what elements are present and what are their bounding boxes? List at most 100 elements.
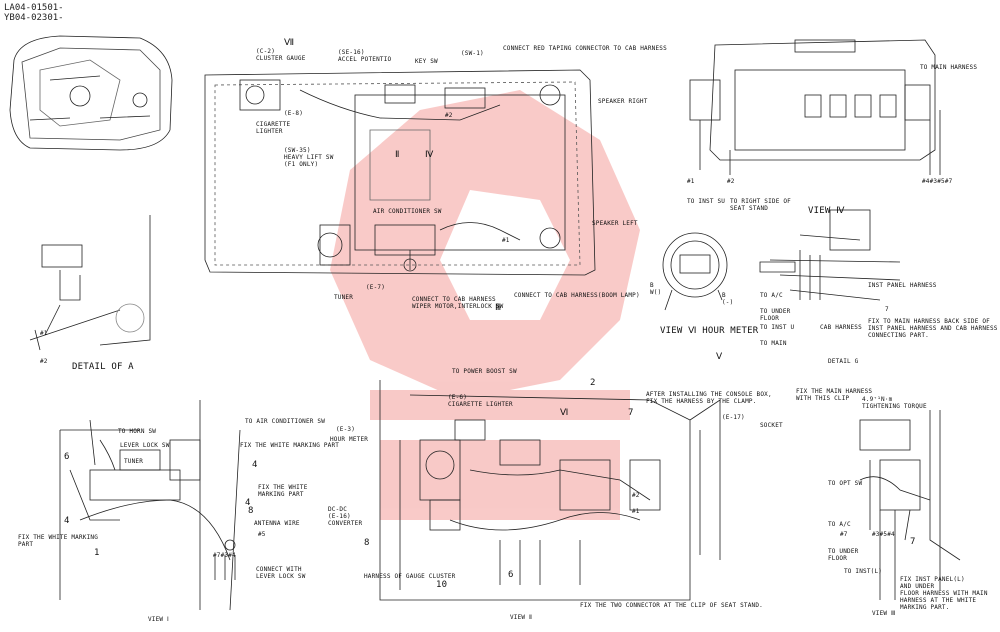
view-i-4c: 4 (64, 516, 70, 526)
tr-harness-2: #2 (727, 178, 735, 185)
dcdc-converter-label: DC-DC (E-16) CONVERTER (328, 506, 363, 527)
view-ii-title: VIEW Ⅱ (510, 614, 533, 621)
cluster-gauge-label: (C-2) CLUSTER GAUGE (256, 48, 306, 62)
view-ii-marker: Ⅱ (395, 150, 400, 160)
fix-white-marking-2: FIX THE WHITE MARKING PART (258, 484, 308, 498)
view-i-4a: 4 (252, 460, 258, 470)
view-iii-7b: 7 (910, 537, 916, 547)
view-vi-hour-meter-title: VIEW Ⅵ HOUR METER (660, 326, 759, 336)
e17-label: (E-17) (722, 414, 745, 421)
connect-red-label: CONNECT RED TAPING CONNECTOR TO CAB HARN… (503, 45, 667, 52)
harness-1-label: #1 (502, 237, 510, 244)
to-under-floor-label: TO UNDER FLOOR (760, 308, 791, 322)
hour-meter-label: HOUR METER (330, 436, 369, 443)
harness-nums-label: #4#3#5#7 (922, 178, 953, 185)
hour-meter-drawing (662, 232, 728, 311)
view-i-title: VIEW Ⅰ (148, 616, 170, 623)
view-vii-marker: Ⅶ (284, 38, 295, 48)
drawing-code-header: LA04-01501- YB04-02301- (4, 3, 64, 23)
fuse-box-assembly (689, 39, 941, 175)
view-ii-6: 6 (508, 570, 514, 580)
view-ii-7: 7 (628, 408, 634, 418)
fix-main-clip-label: FIX THE MAIN HARNESS WITH THIS CLIP (796, 388, 873, 402)
view-iii-title: VIEW Ⅲ (872, 610, 896, 617)
harness-2-label: #2 (445, 112, 453, 119)
view-i-8: 8 (248, 506, 254, 516)
view-iii-7: #7 (840, 531, 848, 538)
to-opt-sw-label: TO OPT SW (828, 480, 863, 487)
key-sw-label: KEY SW (415, 58, 438, 65)
view-iii-marker: Ⅲ (495, 303, 502, 313)
to-power-boost-label: TO POWER BOOST SW (452, 368, 517, 375)
hour-meter-bw: B W() (650, 282, 662, 296)
view-iii-drawing (859, 410, 961, 600)
detail-a-1: #1 (40, 330, 48, 337)
view-v-marker: Ⅴ (716, 352, 723, 362)
e8-label: (E-8) (284, 110, 304, 117)
view-i-nums: #7#3#4 (213, 552, 236, 559)
to-right-side-label: TO RIGHT SIDE OF SEAT STAND (730, 198, 791, 212)
inst-panel-harness-label: INST PANEL HARNESS (868, 282, 937, 289)
to-horn-sw-label: TO HORN SW (118, 428, 157, 435)
view-i-1: 1 (94, 548, 100, 558)
view-iii-nums: #3#5#4 (872, 531, 895, 538)
speaker-left-label: SPEAKER LEFT (592, 220, 638, 227)
detail-g-title: DETAIL G (828, 358, 859, 365)
sw1-label: (SW-1) (461, 50, 484, 57)
connect-cab-label: CONNECT TO CAB HARNESS WIPER MOTOR,INTER… (412, 296, 504, 310)
fix-inst-panel-note: FIX INST PANEL(L) AND UNDER FLOOR HARNES… (900, 576, 988, 611)
harness-gauge-cluster-label: HARNESS OF GAUGE CLUSTER (364, 573, 456, 580)
to-main-label: TO MAIN (760, 340, 787, 347)
detail-a-2: #2 (40, 358, 48, 365)
connect-boom-label: CONNECT TO CAB HARNESS(BOOM LAMP) (514, 292, 640, 299)
view-iii-to-ac: TO A/C (828, 521, 851, 528)
view-iii-to-inst: TO INST(L) (844, 568, 883, 575)
fix-two-connector-label: FIX THE TWO CONNECTOR AT THE CLIP OF SEA… (580, 602, 763, 609)
view-ii-10: 10 (436, 580, 448, 590)
view-vi-marker: Ⅵ (560, 408, 569, 418)
view-i-5: #5 (258, 531, 266, 538)
view-ii-drawing (379, 380, 721, 601)
cab-floor-plate (204, 69, 596, 276)
view-i-4b: 4 (245, 498, 251, 508)
cab-harness-label: CAB HARNESS (820, 324, 862, 331)
view-iii-to-under: TO UNDER FLOOR (828, 548, 859, 562)
after-installing-note: AFTER INSTALLING THE CONSOLE BOX, FIX TH… (646, 391, 772, 405)
detail-a-drawing (29, 215, 151, 351)
heavy-lift-sw-label: (SW-35) HEAVY LIFT SW (F1 ONLY) (284, 147, 334, 168)
air-conditioner-sw-label: AIR CONDITIONER SW (373, 208, 442, 215)
hour-meter-bminus: B (-) (722, 292, 734, 306)
accel-potentio-label: (SE-16) ACCEL POTENTIO (338, 49, 392, 63)
view-ii-harness-1: #1 (632, 508, 640, 515)
tr-harness-1: #1 (687, 178, 695, 185)
to-ac-label: TO A/C (760, 292, 783, 299)
view-ii-2: 2 (590, 378, 596, 388)
e6-cig-lighter-label: (E-6) CIGARETTE LIGHTER (448, 394, 513, 408)
connect-lever-lock-label: CONNECT WITH LEVER LOCK SW (256, 566, 306, 580)
to-main-harness-label: TO MAIN HARNESS (920, 64, 978, 71)
to-inst-u-label: TO INST U (760, 324, 795, 331)
view-i-tuner-label: TUNER (124, 458, 144, 465)
torque-label: 4.9⁺¹N·m TIGHTENING TORQUE (862, 396, 927, 410)
view-ii-8: 8 (364, 538, 370, 548)
view-i-6: 6 (64, 452, 70, 462)
fix-white-marking-3: FIX THE WHITE MARKING PART (18, 534, 99, 548)
socket-label: SOCKET (760, 422, 783, 429)
lever-lock-sw-label: LEVER LOCK SW (120, 442, 170, 449)
cigarette-lighter-label: CIGARETTE LIGHTER (256, 121, 291, 135)
to-inst-label: TO INST SU (687, 198, 726, 205)
speaker-right-label: SPEAKER RIGHT (598, 98, 648, 105)
to-aircon-sw-label: TO AIR CONDITIONER SW (245, 418, 326, 425)
machine-illustration (9, 35, 173, 151)
antenna-wire-label: ANTENNA WIRE (254, 520, 300, 527)
e3-label: (E-3) (336, 426, 356, 433)
e7-label: (E-7) (366, 284, 386, 291)
tuner-label: TUNER (334, 294, 354, 301)
fix-main-back-note: FIX TO MAIN HARNESS BACK SIDE OF INST PA… (868, 318, 998, 339)
view-iv-marker: Ⅳ (425, 150, 434, 160)
detail-g-drawing (759, 209, 901, 301)
detail-g-7: 7 (885, 306, 889, 313)
code-1: LA04-01501- (4, 3, 64, 13)
view-iv-title: VIEW Ⅳ (808, 206, 845, 216)
